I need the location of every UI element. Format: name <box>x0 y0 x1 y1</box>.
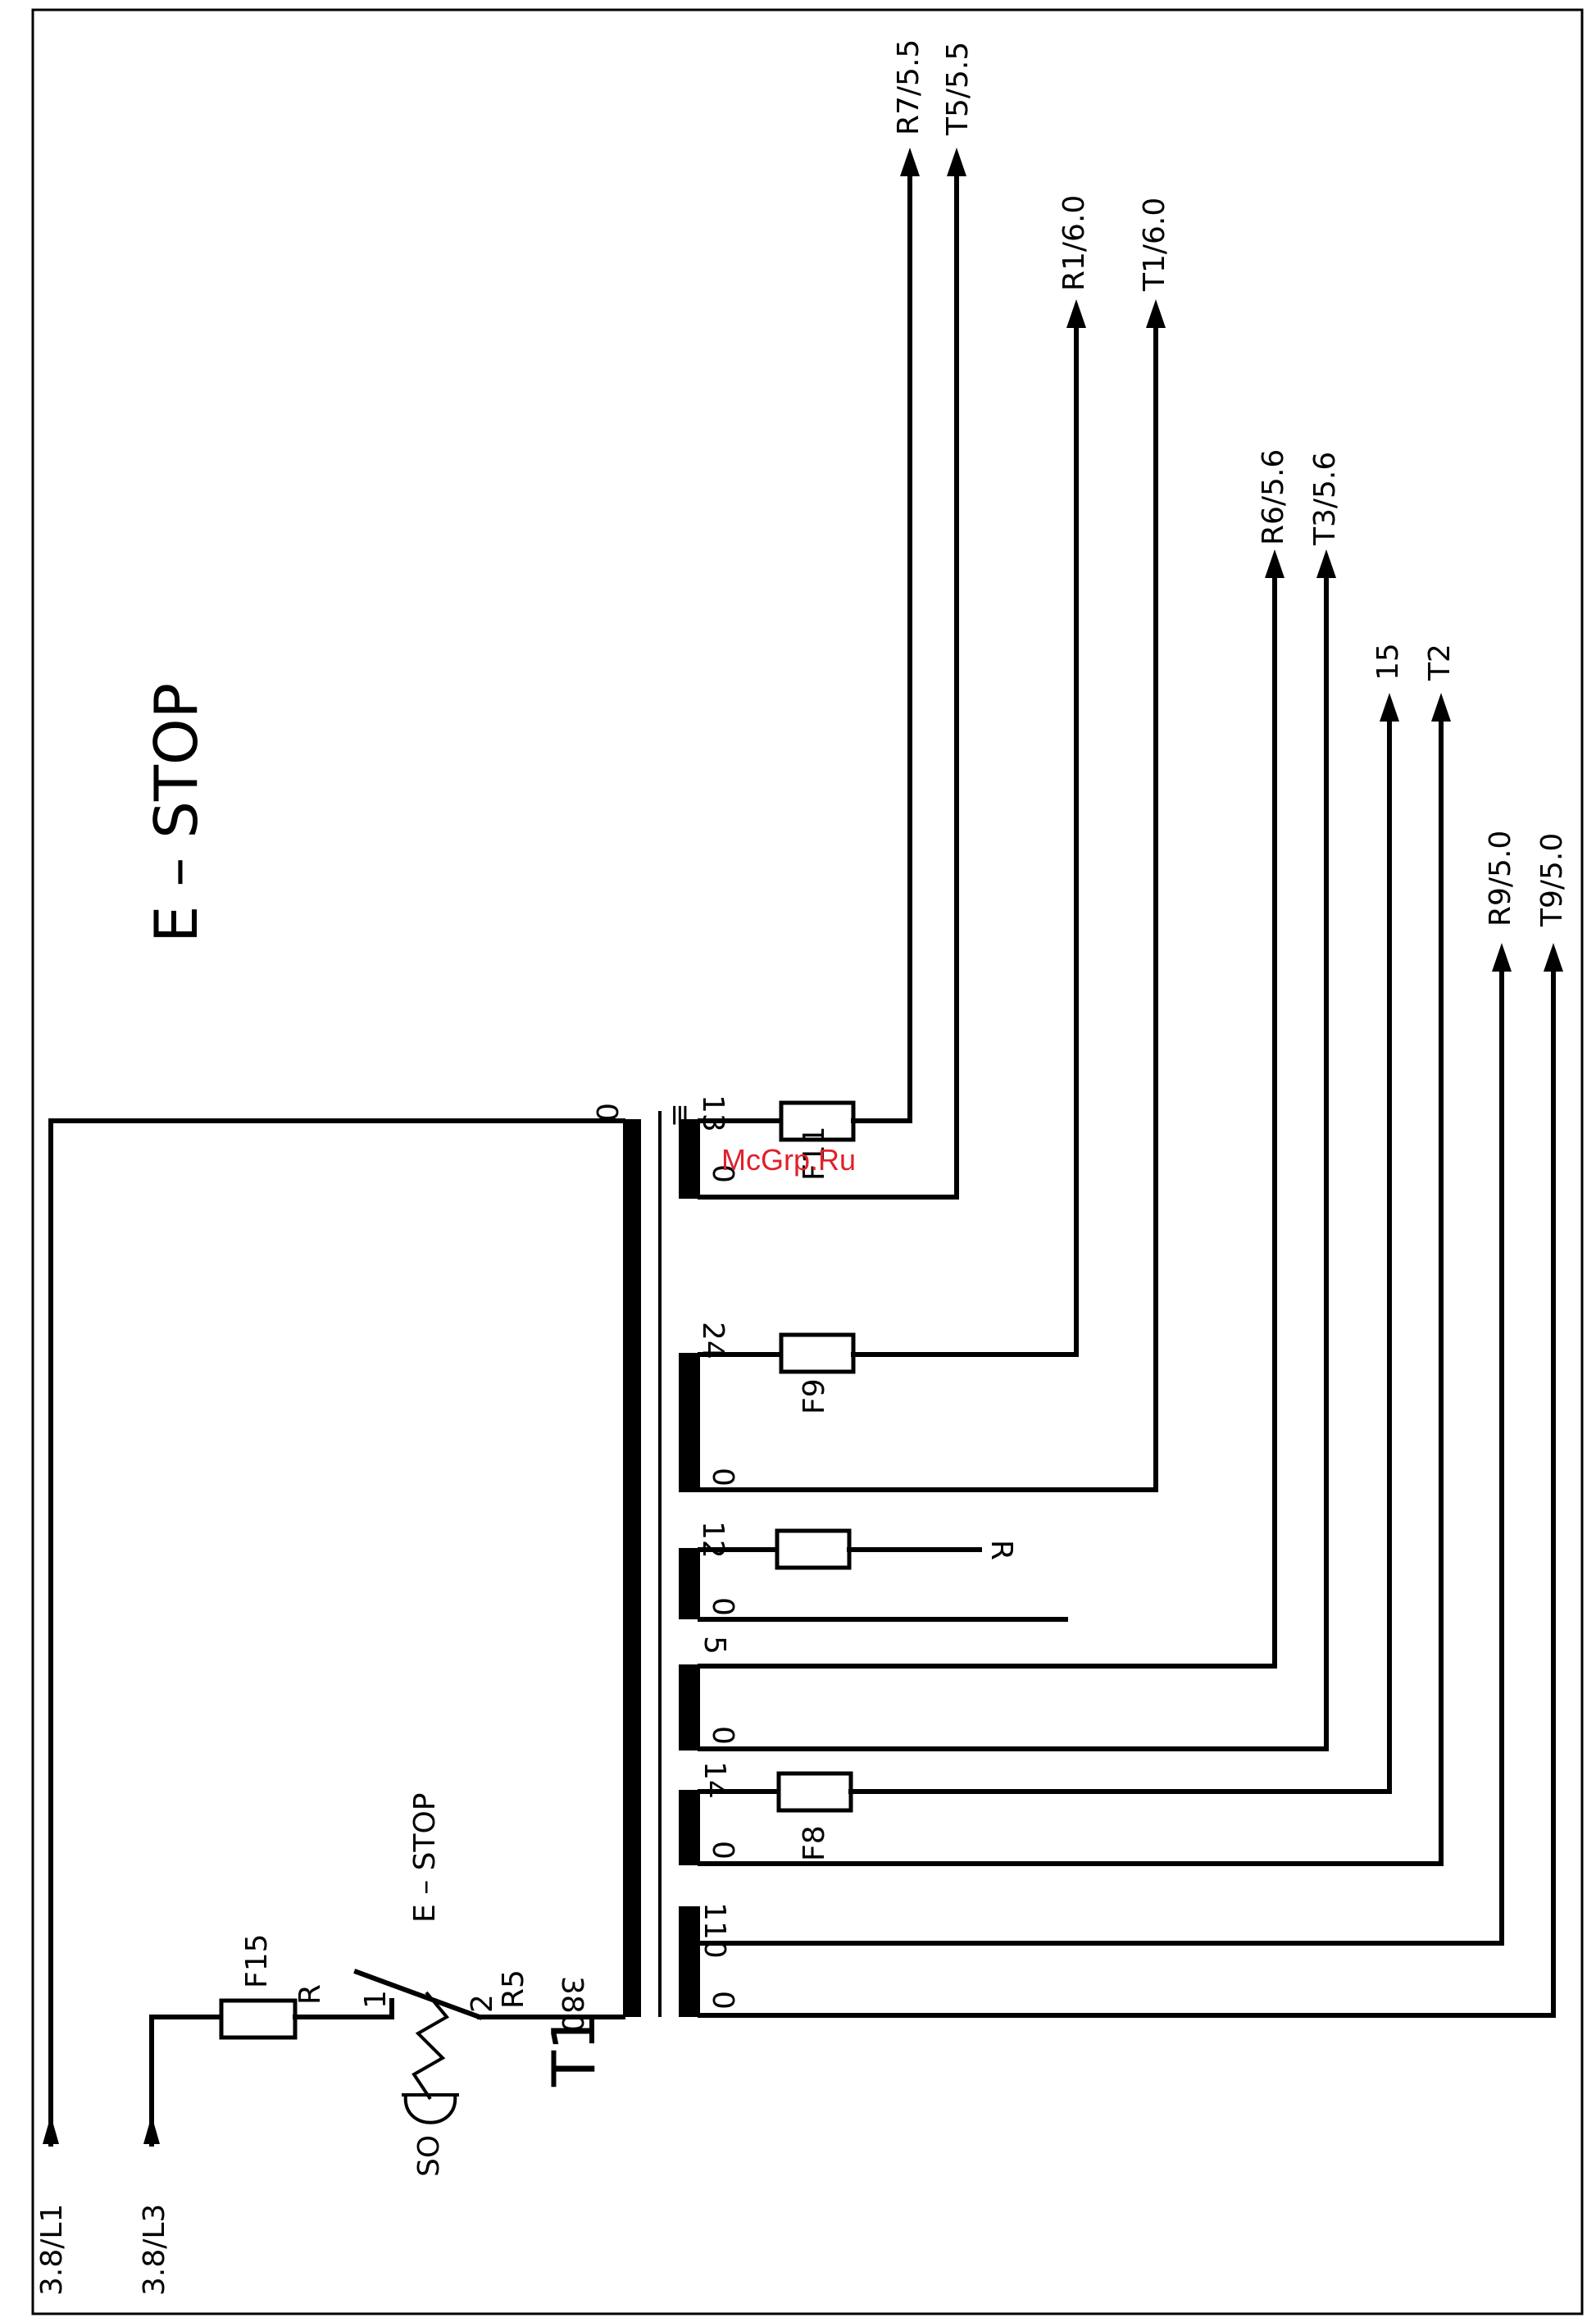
arrow-r1 <box>1066 299 1086 328</box>
estop-switch-label: E – STOP <box>408 1792 442 1923</box>
arrow-l1 <box>43 2115 59 2144</box>
winding-12-zero: 0 <box>706 1597 739 1616</box>
watermark: McGrp.Ru <box>721 1143 856 1177</box>
fuse-12 <box>777 1531 849 1568</box>
input-l1-label: 3.8/L1 <box>35 2204 69 2296</box>
arrow-r9 <box>1492 943 1512 972</box>
output-15-label: 15 <box>1371 643 1405 681</box>
winding-5-label: 5 <box>698 1636 731 1655</box>
output-t1-label: T1/6.0 <box>1138 198 1171 292</box>
arrow-t9 <box>1544 943 1563 972</box>
winding-110-zero: 0 <box>706 1991 739 2010</box>
wire-15 <box>851 722 1389 1792</box>
winding-110-bar <box>679 1906 700 2017</box>
primary-zero-label: 0 <box>589 1103 623 1122</box>
primary-winding-bar <box>623 1119 641 2017</box>
r5-label: R5 <box>497 1969 530 2009</box>
winding-12-bar <box>679 1548 700 1619</box>
output-t5-label: T5/5.5 <box>941 42 975 136</box>
arrow-t2 <box>1431 693 1451 722</box>
switch-pin2-label: 2 <box>466 1994 499 2013</box>
output-t9-label: T9/5.0 <box>1535 833 1569 927</box>
winding-12-label: 12 <box>696 1521 730 1559</box>
fuse-f8-label: F8 <box>798 1825 831 1861</box>
wire-l3 <box>152 2017 221 2144</box>
winding-12-r-label: R <box>984 1540 1018 1560</box>
output-t3-label: T3/5.6 <box>1308 452 1342 546</box>
wire-t2 <box>700 722 1441 1864</box>
output-r1-label: R1/6.0 <box>1057 195 1091 291</box>
wire-t5 <box>700 176 957 1197</box>
wire-t1 <box>700 328 1156 1490</box>
wire-r1 <box>853 328 1076 1354</box>
arrow-r7 <box>900 148 920 176</box>
fuse-f9-label: F9 <box>798 1378 831 1414</box>
arrow-r6 <box>1265 549 1285 578</box>
estop-actuator-line <box>414 1992 447 2099</box>
winding-5-bar <box>679 1664 700 1751</box>
wire-r7 <box>853 176 910 1121</box>
page-title: E – STOP <box>142 683 211 943</box>
output-r9-label: R9/5.0 <box>1484 831 1517 927</box>
winding-14-label: 14 <box>698 1761 731 1799</box>
so-label: SO <box>412 2135 446 2177</box>
winding-24-zero: 0 <box>706 1468 739 1487</box>
fuse-f15-r-label: R <box>293 1984 327 2005</box>
output-r7-label: R7/5.5 <box>892 39 925 135</box>
arrow-t5 <box>947 148 966 176</box>
input-l3-label: 3.8/L3 <box>138 2204 171 2296</box>
arrow-t3 <box>1316 549 1336 578</box>
transformer-name: T1 <box>539 2013 608 2088</box>
wire-l1-primary <box>51 1121 623 2144</box>
output-r6-label: R6/5.6 <box>1257 449 1290 545</box>
mushroom-button-icon <box>406 2095 456 2123</box>
winding-110-label: 110 <box>698 1902 731 1959</box>
fuse-f8 <box>779 1773 851 1810</box>
output-t2-label: T2 <box>1423 644 1457 681</box>
fuse-f15 <box>221 2001 295 2037</box>
winding-13-label: 13 <box>696 1095 730 1132</box>
winding-24-label: 24 <box>696 1322 730 1359</box>
fuse-f9 <box>781 1335 853 1372</box>
arrow-l3 <box>143 2115 160 2144</box>
winding-14-zero: 0 <box>706 1841 739 1860</box>
switch-pin1-label: 1 <box>359 1990 393 2009</box>
arrow-t1 <box>1146 299 1166 328</box>
arrow-15 <box>1380 693 1399 722</box>
winding-14-bar <box>679 1790 700 1865</box>
winding-24-bar <box>679 1353 700 1492</box>
fuse-f15-label: F15 <box>240 1933 274 1988</box>
winding-5-zero: 0 <box>706 1726 739 1745</box>
